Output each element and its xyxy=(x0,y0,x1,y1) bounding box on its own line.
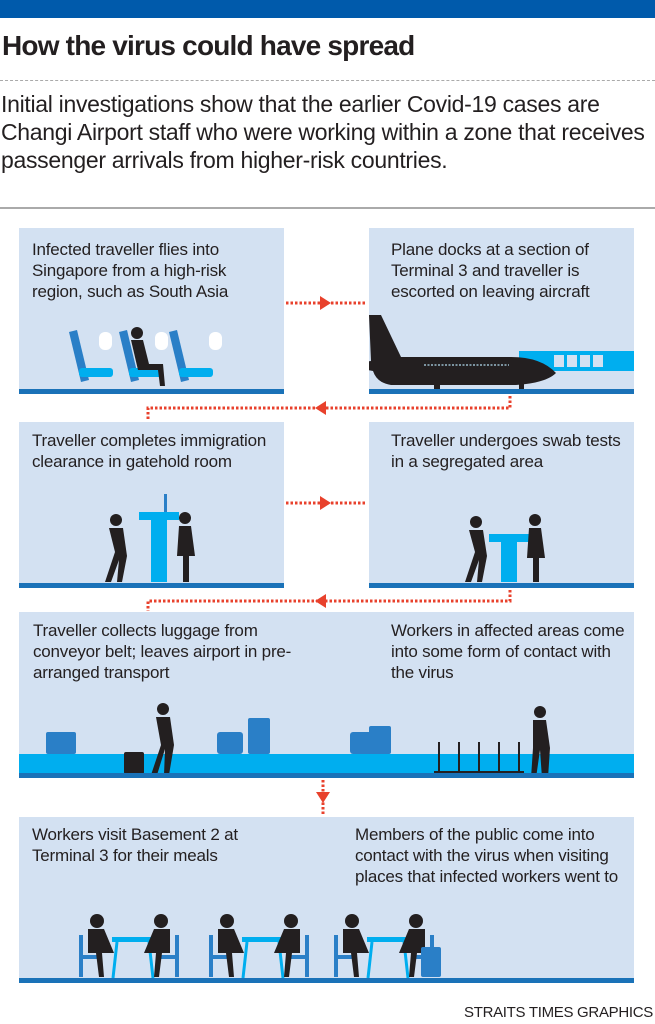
step-text: Infected traveller flies into Singapore … xyxy=(32,240,229,301)
title: How the virus could have spread xyxy=(2,30,415,61)
step-text: Traveller completes immigration clearanc… xyxy=(32,431,267,471)
step-text: Members of the public come into contact … xyxy=(355,825,619,886)
step-text: Traveller collects luggage from conveyor… xyxy=(33,621,292,682)
immigration-counter-icon xyxy=(105,494,195,582)
arrow-step4-to-5 xyxy=(146,590,512,611)
swab-test-icon xyxy=(465,514,545,582)
arrow-step2-to-3 xyxy=(146,396,512,420)
step-text: Traveller undergoes swab tests in a segr… xyxy=(391,431,621,471)
credit: STRAITS TIMES GRAPHICS xyxy=(464,1004,653,1021)
floor xyxy=(369,583,634,588)
airplane-aerobridge-icon xyxy=(369,315,634,390)
floor xyxy=(19,583,284,588)
step-panel-7-8: Workers visit Basement 2 at Terminal 3 f… xyxy=(19,817,634,983)
dining-tables-icon xyxy=(79,912,441,980)
step-panel-4: Traveller undergoes swab tests in a segr… xyxy=(369,422,634,588)
arrow-head-left xyxy=(315,594,326,608)
floor xyxy=(19,773,634,778)
dashed-divider xyxy=(0,80,655,81)
step-text: Workers in affected areas come into some… xyxy=(391,621,625,682)
step-panel-1: Infected traveller flies into Singapore … xyxy=(19,228,284,394)
floor xyxy=(19,978,634,983)
plane-cabin-seats-icon xyxy=(69,327,222,386)
step-panel-3: Traveller completes immigration clearanc… xyxy=(19,422,284,588)
arrow-head-right xyxy=(320,496,331,510)
floor xyxy=(19,389,284,394)
arrow-head-down xyxy=(316,792,330,803)
intro-text: Initial investigations show that the ear… xyxy=(1,91,645,173)
floor xyxy=(369,389,634,394)
luggage-belt-icon xyxy=(19,703,634,778)
arrow-head-right xyxy=(320,296,331,310)
step-panel-2: Plane docks at a section of Terminal 3 a… xyxy=(369,228,634,394)
step-text: Workers visit Basement 2 at Terminal 3 f… xyxy=(32,825,238,865)
divider xyxy=(0,207,655,209)
step-panel-5-6: Traveller collects luggage from conveyor… xyxy=(19,612,634,778)
step-text: Plane docks at a section of Terminal 3 a… xyxy=(391,240,590,301)
arrow-head-left xyxy=(315,401,326,415)
brand-bar xyxy=(0,0,655,18)
